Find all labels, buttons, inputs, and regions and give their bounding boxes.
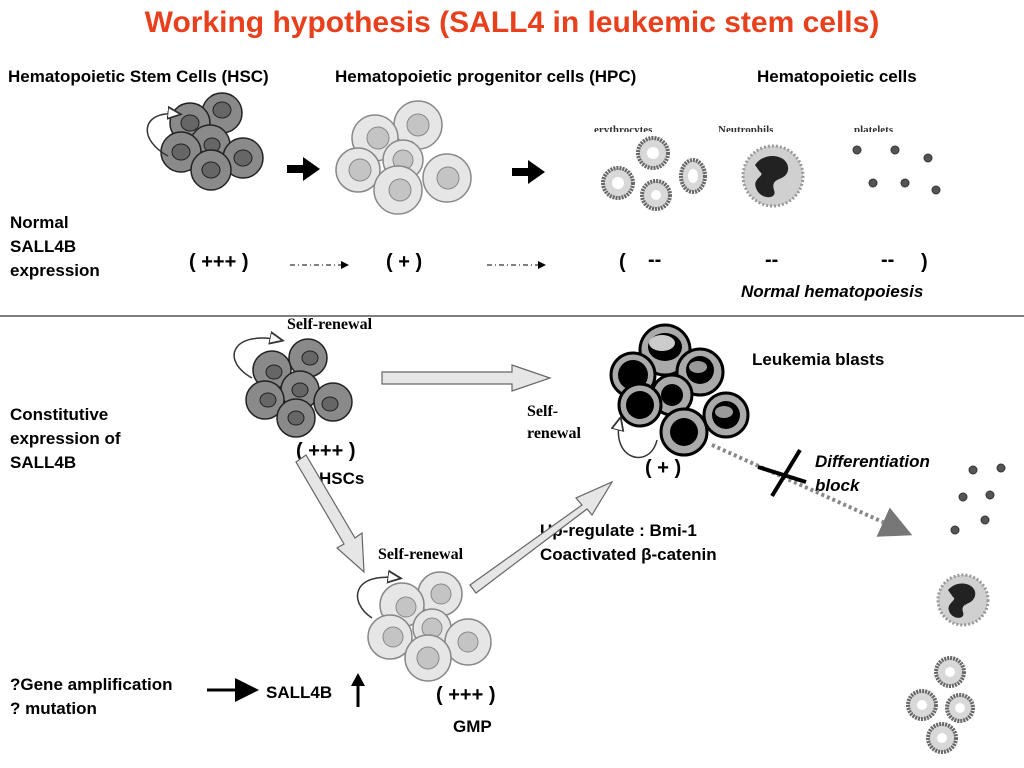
normal-level-neutrophils: -- bbox=[765, 249, 779, 271]
normal-erythrocytes bbox=[601, 136, 707, 211]
hscs-label: HSCs bbox=[319, 469, 365, 488]
label-neutrophils: Neutrophils bbox=[718, 124, 774, 132]
normal-label-line3: expression bbox=[10, 261, 100, 280]
gmp-label: GMP bbox=[453, 717, 492, 736]
normal-hsc-cluster bbox=[146, 92, 264, 191]
upregulate-line2: Coactivated β-catenin bbox=[540, 545, 717, 564]
leukemia-blasts-label: Leukemia blasts bbox=[752, 350, 885, 369]
constitutive-label-line1: Constitutive bbox=[10, 405, 109, 424]
sall4b-up-arrow-icon bbox=[351, 673, 365, 707]
normal-hematopoiesis-caption: Normal hematopoiesis bbox=[741, 282, 924, 301]
differentiation-arrow bbox=[711, 443, 913, 537]
arrow-hsc-to-blasts bbox=[381, 364, 552, 392]
right-neutrophil bbox=[936, 573, 990, 627]
header-hsc: Hematopoietic Stem Cells (HSC) bbox=[8, 67, 269, 86]
label-erythrocytes: erythrocytes bbox=[594, 124, 653, 132]
normal-block-arrow-2 bbox=[512, 160, 545, 184]
normal-label-line1: Normal bbox=[10, 213, 69, 232]
constitutive-label-line2: expression of bbox=[10, 429, 121, 448]
header-hematopoietic-cells: Hematopoietic cells bbox=[757, 67, 917, 86]
label-platelets: platelets bbox=[854, 124, 894, 132]
differentiation-block-line2: block bbox=[815, 476, 860, 495]
gene-amplification-line1: ?Gene amplification bbox=[10, 675, 173, 694]
normal-hpc-cluster bbox=[335, 100, 472, 215]
constitutive-level-hsc: ( +++ ) bbox=[296, 440, 356, 462]
constitutive-level-blast: ( + ) bbox=[645, 457, 682, 479]
header-hpc: Hematopoietic progenitor cells (HPC) bbox=[335, 67, 637, 86]
right-erythrocytes bbox=[906, 656, 975, 754]
gene-amplification-line2: ? mutation bbox=[10, 699, 97, 718]
normal-level-erythrocytes: -- bbox=[648, 249, 662, 271]
page-title: Working hypothesis (SALL4 in leukemic st… bbox=[144, 6, 880, 39]
normal-neutrophil bbox=[741, 144, 805, 208]
normal-level-platelets: -- bbox=[881, 249, 895, 271]
leukemia-blasts-cluster bbox=[609, 323, 750, 459]
self-renewal-blast-line2: renewal bbox=[527, 425, 581, 442]
upregulate-line1: Up-regulate : Bmi-1 bbox=[540, 521, 697, 540]
gmp-cluster bbox=[356, 572, 492, 682]
normal-level-hpc: ( + ) bbox=[386, 251, 423, 273]
right-platelets bbox=[950, 463, 1006, 535]
constitutive-hsc-cluster bbox=[233, 338, 353, 438]
arrow-gmp-to-blasts bbox=[469, 480, 614, 594]
differentiation-block-line1: Differentiation bbox=[815, 452, 930, 471]
self-renewal-blast-line1: Self- bbox=[527, 403, 559, 420]
normal-level-hsc: ( +++ ) bbox=[189, 251, 249, 273]
normal-platelets bbox=[852, 145, 941, 195]
arrow-hsc-to-gmp bbox=[295, 454, 365, 574]
normal-level-open: ( bbox=[619, 251, 626, 273]
self-renewal-gmp-label: Self-renewal bbox=[378, 546, 464, 563]
sall4b-label: SALL4B bbox=[266, 683, 333, 702]
self-renewal-hsc-label: Self-renewal bbox=[287, 316, 373, 333]
constitutive-label-line3: SALL4B bbox=[10, 453, 77, 472]
normal-label-line2: SALL4B bbox=[10, 237, 77, 256]
block-cross-icon bbox=[757, 448, 807, 498]
normal-level-close: ) bbox=[921, 251, 928, 273]
normal-block-arrow-1 bbox=[287, 157, 320, 181]
constitutive-level-gmp: ( +++ ) bbox=[436, 684, 496, 706]
